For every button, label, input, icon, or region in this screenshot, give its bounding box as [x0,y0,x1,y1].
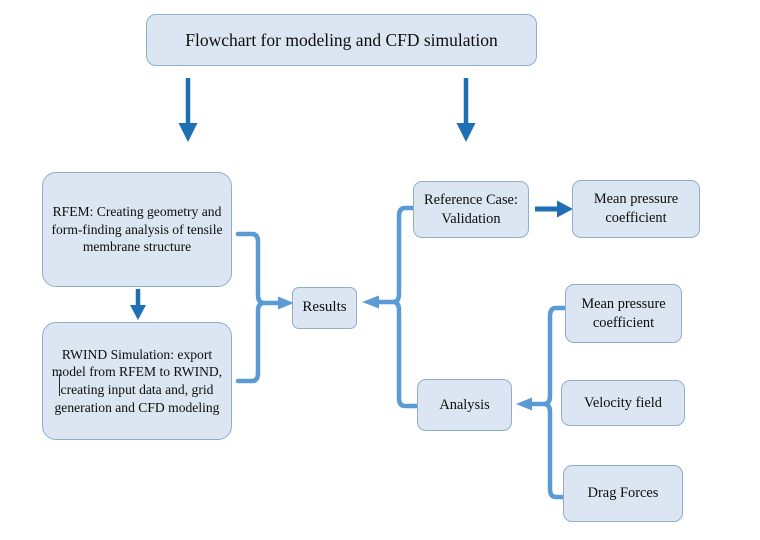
node-reference-case-label: Reference Case: Validation [424,191,518,227]
stray-mark-artifact [59,374,60,396]
connector-reference-to-output [535,200,573,218]
node-flowchart-title: Flowchart for modeling and CFD simulatio… [146,14,537,66]
node-analysis-output-velocity-field: Velocity field [561,380,685,426]
right-arrow-icon-head [557,200,573,218]
connector-title-to-reference-case [456,78,476,142]
node-analysis-output-drag-forces: Drag Forces [563,465,683,522]
down-arrow-icon-head [456,123,476,142]
node-rwind: RWIND Simulation: export model from RFEM… [42,322,232,440]
split-brace-arrow-head [516,397,532,411]
connector-left-merge-brace [235,231,294,384]
split-brace-icon [529,305,571,500]
node-flowchart-title-label: Flowchart for modeling and CFD simulatio… [185,29,498,50]
node-results: Results [292,287,357,329]
node-rfem: RFEM: Creating geometry and form-finding… [42,172,232,287]
split-brace-icon [376,205,422,409]
down-arrow-icon-head [130,305,146,320]
node-reference-output-mean-pressure-coefficient: Mean pressure coefficient [572,180,700,238]
node-analysis-output-2-label: Drag Forces [587,485,659,502]
node-reference-output-label: Mean pressure coefficient [593,191,679,226]
down-arrow-icon-head [178,123,198,142]
connector-right-split-brace [362,205,422,409]
merge-brace-arrow-head [278,296,294,310]
connector-title-to-rfem [178,78,198,142]
node-analysis: Analysis [417,379,512,431]
connector-analysis-split-brace [516,305,571,500]
node-analysis-label: Analysis [439,396,490,413]
split-brace-arrow-head [362,295,379,309]
merge-brace-icon [235,231,281,384]
node-analysis-output-1-label: Velocity field [584,394,662,411]
node-rfem-label: RFEM: Creating geometry and form-finding… [51,203,223,255]
node-reference-case: Reference Case: Validation [413,181,529,238]
node-results-label: Results [302,299,347,316]
node-analysis-output-0-label: Mean pressure coefficient [581,295,666,331]
connector-rfem-to-rwind [130,289,146,320]
node-rwind-label: RWIND Simulation: export model from RFEM… [51,346,223,415]
node-analysis-output-mean-pressure-coefficient: Mean pressure coefficient [565,284,682,343]
